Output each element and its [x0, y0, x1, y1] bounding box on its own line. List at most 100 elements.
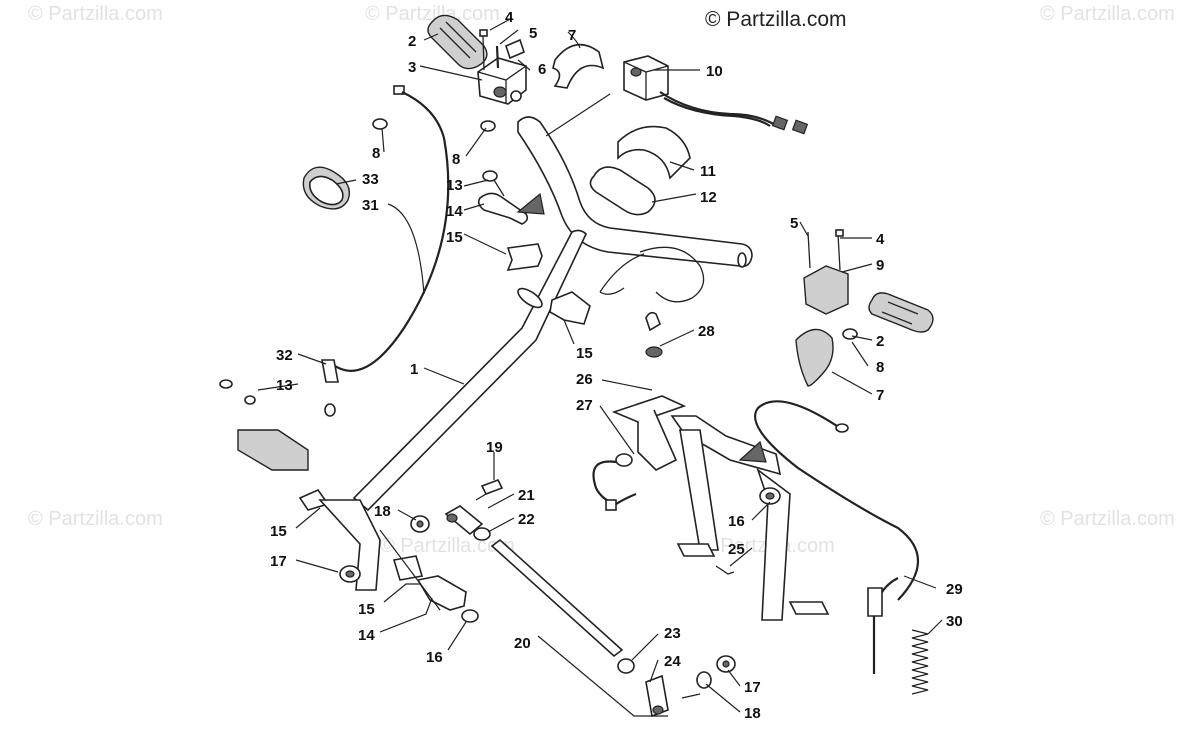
part-washer-8-cable: [372, 118, 388, 130]
part-strap-33: [302, 166, 351, 210]
part-pad-12: [589, 166, 656, 216]
copyright-notice: © Partzilla.com: [705, 8, 847, 31]
callout-15-mid: 15: [576, 345, 593, 362]
callout-9: 9: [876, 257, 884, 274]
callout-3: 3: [408, 59, 416, 76]
part-cable-31: [321, 85, 450, 417]
part-clamp-block-right: [803, 229, 849, 315]
part-bushing-16-lower: [461, 609, 479, 623]
part-bushing-22: [473, 527, 491, 541]
callout-27: 27: [576, 397, 593, 414]
callout-8-left: 8: [372, 145, 380, 162]
callout-28: 28: [698, 323, 715, 340]
part-steering-post: [352, 229, 587, 512]
part-rod-end-24: [645, 674, 701, 718]
callout-15-lower: 15: [358, 601, 375, 618]
part-ignition-key-28: [645, 311, 663, 358]
part-bolt-top-left: [479, 29, 488, 71]
part-tether-cord: [599, 246, 705, 303]
callout-15-upper: 15: [446, 229, 463, 246]
callout-33: 33: [362, 171, 379, 188]
callout-19: 19: [486, 439, 503, 456]
callout-18-left: 18: [374, 503, 391, 520]
part-bushing-17-right: [716, 655, 736, 673]
watermarks: © Partzilla.com © Partzilla.com © Partzi…: [28, 3, 1175, 557]
callout-5-right: 5: [790, 215, 798, 232]
part-bolt-19: [475, 478, 504, 501]
part-clamp-block-left: [477, 57, 527, 105]
part-hand-guard-top: [552, 43, 605, 89]
callout-8-mid: 8: [452, 151, 460, 168]
leader-lines: [257, 17, 943, 717]
callout-15-lower-left: 15: [270, 523, 287, 540]
callout-20: 20: [514, 635, 531, 652]
callout-22: 22: [518, 511, 535, 528]
callout-23: 23: [664, 625, 681, 642]
part-spring-30: [911, 629, 929, 695]
callout-12: 12: [700, 189, 717, 206]
part-clip-6: [505, 38, 525, 60]
callout-17-right: 17: [744, 679, 761, 696]
callout-4-right: 4: [876, 231, 885, 248]
part-pin-top-left: [495, 45, 500, 69]
callout-25: 25: [728, 541, 745, 558]
callout-14-lower: 14: [358, 627, 375, 644]
watermark-bottom-right: © Partzilla.com: [1040, 508, 1175, 530]
part-clamp-14-upper: [477, 192, 545, 225]
part-clamp-14-lower: [416, 575, 467, 611]
callout-2-upper: 2: [408, 33, 416, 50]
watermark-top-left: © Partzilla.com: [28, 3, 163, 25]
part-pad-11: [617, 125, 691, 180]
part-clip-25: [715, 565, 735, 575]
callout-13-upper: 13: [446, 177, 463, 194]
callout-1: 1: [410, 361, 418, 378]
part-washer-18-right: [696, 671, 712, 689]
callout-29: 29: [946, 581, 963, 598]
part-bushing-17-left: [339, 565, 361, 583]
callout-2-right: 2: [876, 333, 884, 350]
watermark-top-right: © Partzilla.com: [1040, 3, 1175, 25]
part-bracket-26: [611, 395, 830, 621]
part-bracket-15-mid: [549, 291, 591, 325]
part-hand-guard-right: [795, 328, 834, 387]
callout-21: 21: [518, 487, 535, 504]
part-throttle-cable: [754, 400, 920, 674]
callout-24: 24: [664, 653, 681, 670]
part-grip-right: [868, 292, 934, 333]
callout-17-left: 17: [270, 553, 287, 570]
callout-4-upper: 4: [505, 9, 514, 26]
callout-32: 32: [276, 347, 293, 364]
callout-30: 30: [946, 613, 963, 630]
callout-31: 31: [362, 197, 379, 214]
part-bushing-16-right: [759, 487, 781, 505]
callout-16-right: 16: [728, 513, 745, 530]
callout-16-lower: 16: [426, 649, 443, 666]
part-switch-assembly: [623, 55, 809, 135]
callout-labels: 2 4 5 3 6 7 10 11 12 8 8 13 14 15 33 31 …: [270, 9, 963, 722]
callout-8-right: 8: [876, 359, 884, 376]
callout-7-right: 7: [876, 387, 884, 404]
callout-6: 6: [538, 61, 546, 78]
part-handlebar: [517, 116, 753, 268]
callout-7-upper: 7: [568, 27, 576, 44]
part-switch-27: [592, 453, 637, 511]
part-ball-joint-21: [444, 505, 484, 536]
part-bolt-13-upper: [482, 170, 505, 197]
watermark-top-center: © Partzilla.com: [365, 3, 500, 25]
part-lower-left-bracket: [219, 379, 381, 591]
watermark-bottom-left: © Partzilla.com: [28, 508, 163, 530]
part-tie-rod-20: [490, 538, 624, 658]
callout-26: 26: [576, 371, 593, 388]
callout-10: 10: [706, 63, 723, 80]
callout-18-right: 18: [744, 705, 761, 722]
callout-5-upper: 5: [529, 25, 537, 42]
part-washer-8-right: [842, 328, 858, 340]
callout-13-lower: 13: [276, 377, 293, 394]
part-nut-23: [617, 658, 635, 674]
callout-11: 11: [700, 163, 716, 180]
part-washer-8-left: [480, 120, 496, 132]
part-grip-left: [427, 14, 488, 70]
callout-14-upper: 14: [446, 203, 463, 220]
part-bracket-15-upper: [506, 243, 543, 271]
